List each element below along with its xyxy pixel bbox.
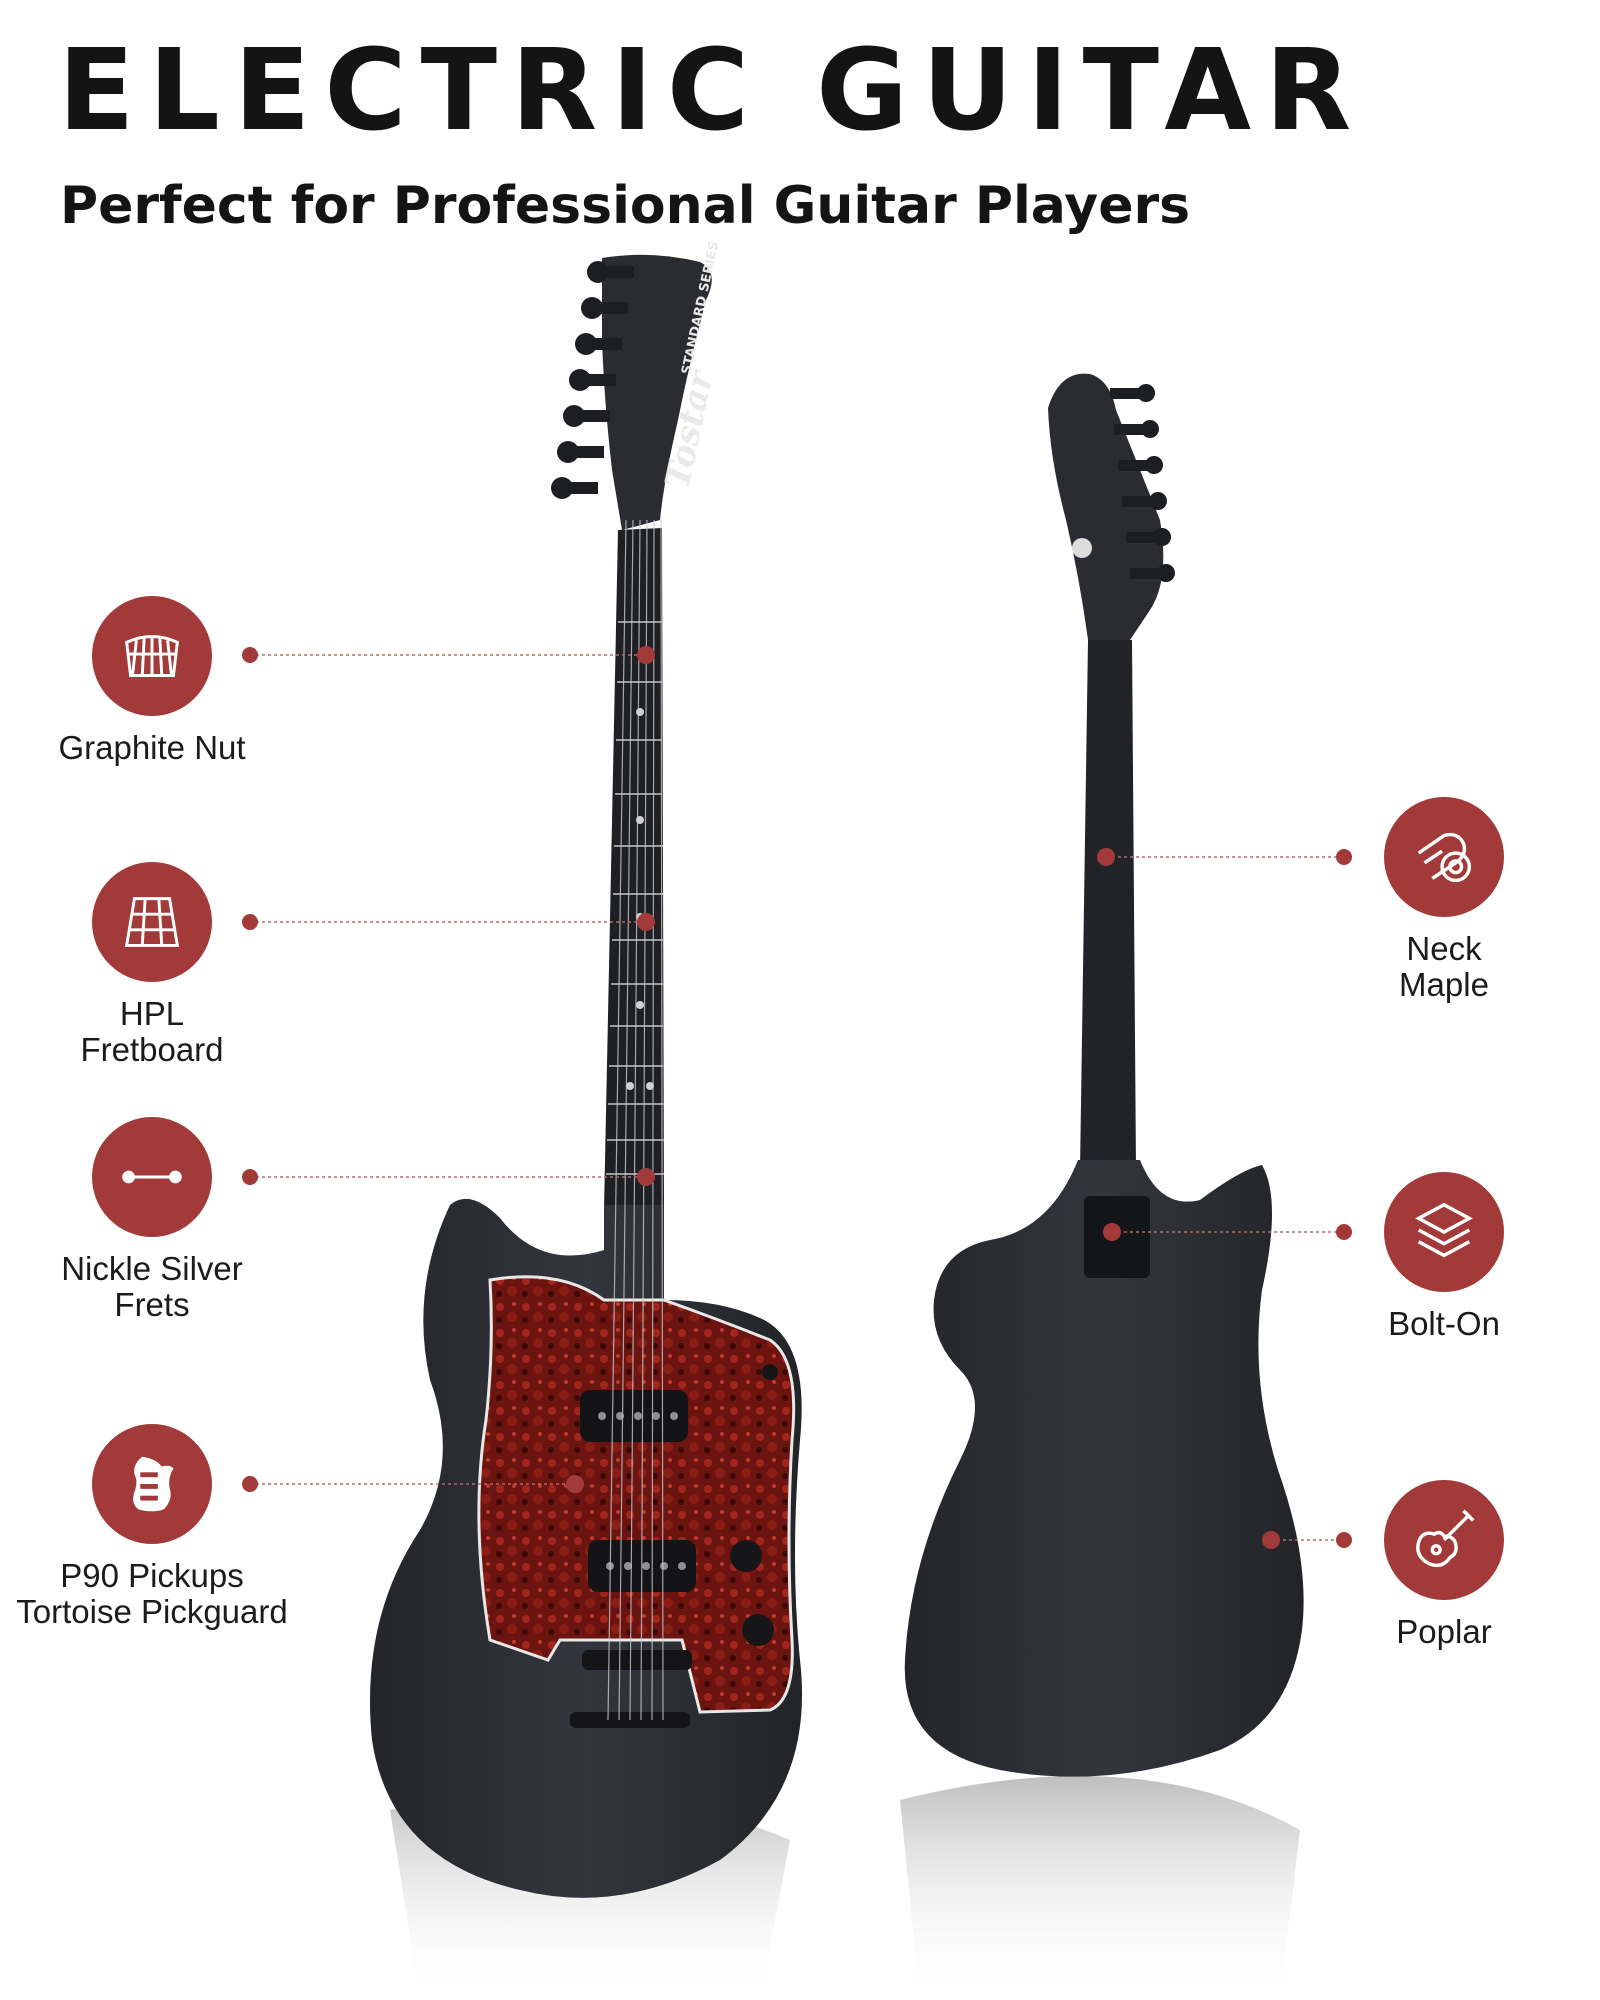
feature-maple-neck-label: Neck Maple — [1399, 930, 1489, 1003]
feature-graphite-nut-label: Graphite Nut — [58, 729, 246, 766]
front-frets — [606, 621, 664, 1175]
back-logo-emblem — [1072, 538, 1092, 558]
graphite-nut-icon — [92, 596, 212, 716]
pickguard-icon — [92, 1424, 212, 1544]
page-title: ELECTRIC GUITAR — [58, 26, 1366, 156]
back-guitar — [904, 373, 1304, 1777]
feature-hpl-fretboard: HPL Fretboard — [0, 862, 332, 1068]
back-guitar-reflection — [900, 1776, 1300, 2000]
front-guitar: Tostar STANDARD SERIES — [370, 240, 803, 1898]
front-pickguard — [477, 1275, 796, 1714]
feature-p90-pickups: P90 Pickups Tortoise Pickguard — [0, 1424, 332, 1630]
maple-log-icon — [1384, 797, 1504, 917]
front-bridge — [582, 1650, 692, 1670]
feature-graphite-nut: Graphite Nut — [0, 596, 332, 766]
feature-hpl-fretboard-label: HPL Fretboard — [80, 995, 224, 1068]
back-body — [904, 1160, 1304, 1777]
bolt-on-layers-icon — [1384, 1172, 1504, 1292]
guitar-body-icon — [1384, 1480, 1504, 1600]
feature-p90-pickups-label: P90 Pickups Tortoise Pickguard — [16, 1557, 288, 1630]
page-subtitle: Perfect for Professional Guitar Players — [60, 176, 1191, 236]
feature-bolt-on-label: Bolt-On — [1388, 1305, 1500, 1342]
toggle-switch — [762, 1364, 778, 1380]
callout-dots — [242, 646, 1352, 1549]
tone-knob — [742, 1614, 774, 1646]
front-headstock — [602, 254, 712, 531]
feature-poplar-body: Poplar — [1264, 1480, 1600, 1650]
feature-nickel-silver-frets-label: Nickle Silver Frets — [61, 1250, 243, 1323]
fret-wire-icon — [92, 1117, 212, 1237]
volume-knob — [730, 1540, 762, 1572]
callout-lines — [250, 654, 1344, 1541]
back-neck — [1080, 640, 1136, 1170]
front-neck — [604, 528, 664, 1210]
fretboard-icon — [92, 862, 212, 982]
feature-nickel-silver-frets: Nickle Silver Frets — [0, 1117, 332, 1323]
feature-maple-neck: Neck Maple — [1264, 797, 1600, 1003]
feature-bolt-on: Bolt-On — [1264, 1172, 1600, 1342]
feature-poplar-body-label: Poplar — [1396, 1613, 1492, 1650]
